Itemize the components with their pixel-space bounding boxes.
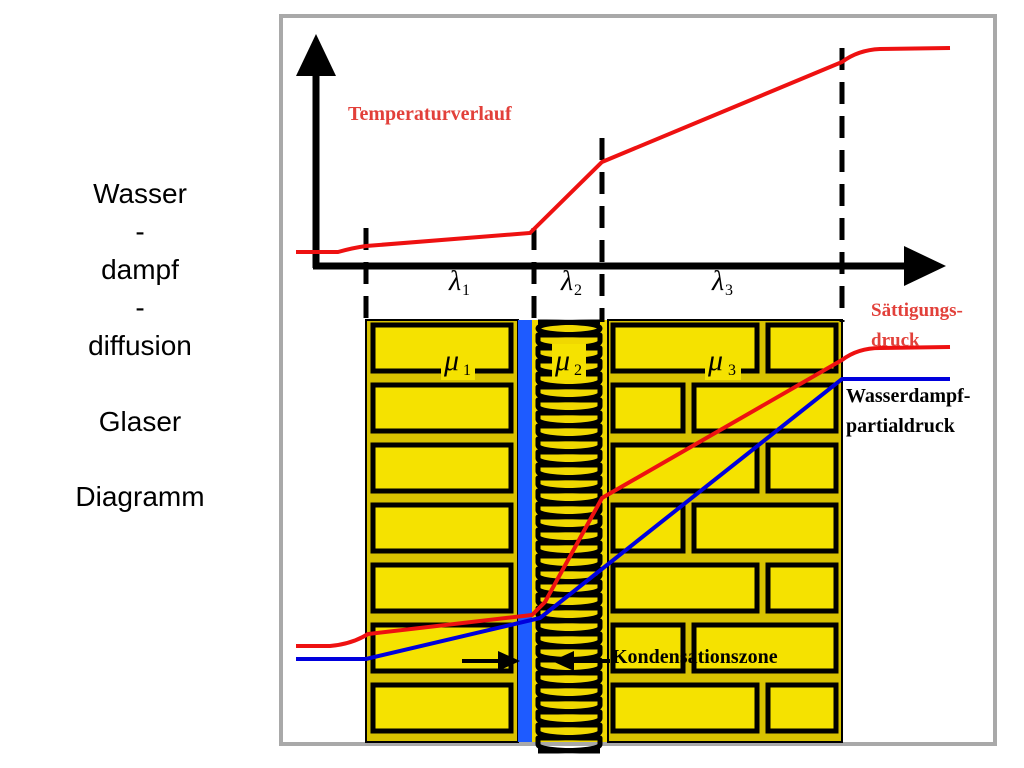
insulation-spring [535,319,603,754]
mu-3-label: μ 3 [705,344,741,380]
brick [610,622,686,674]
svg-text:λ: λ [711,266,724,297]
insulation-coils [535,319,603,754]
svg-text:3: 3 [728,362,736,379]
x-axis-arrowhead [904,246,946,286]
brick [610,502,686,554]
partial-pressure-label-line2: partialdruck [846,415,956,437]
mu-2-label: μ 2 [552,344,586,380]
brick [691,502,839,554]
brick [370,562,514,614]
title-line-diagramm: Diagramm [75,481,205,512]
lambda-3-label: λ 3 [711,266,733,299]
partial-pressure-curve [296,377,950,661]
brick [370,682,514,734]
brick [765,322,839,374]
svg-text:μ: μ [443,344,459,377]
brick [610,562,760,614]
svg-text:2: 2 [574,282,582,299]
brick [370,502,514,554]
lambda-1-label: λ 1 [448,266,470,299]
temperature-axes [296,34,946,286]
left-arrowhead [498,651,520,671]
title-line-wasser: Wasser [93,178,187,209]
svg-text:μ: μ [554,344,570,377]
mu-1-label: μ 1 [441,344,475,380]
temperature-label: Temperaturverlauf [348,103,512,125]
svg-text:3: 3 [725,282,733,299]
title-line-dash2: - [135,292,145,323]
y-axis-arrowhead [296,34,336,76]
brick [610,442,760,494]
brick [691,382,839,434]
brick [370,382,514,434]
svg-text:1: 1 [463,362,471,379]
brick [765,442,839,494]
temperature-curve [296,46,951,254]
saturation-label-line1: Sättigungs- [871,300,963,321]
svg-text:1: 1 [462,282,470,299]
vapor-barrier [518,320,532,742]
right-brick-layer [610,322,839,734]
svg-text:μ: μ [707,344,723,377]
brick [610,382,686,434]
insulation-spring [535,319,603,754]
layer-boundaries [363,48,845,322]
partial-pressure-label-line1: Wasserdampf- [846,385,970,407]
brick [765,682,839,734]
saturation-label-line2: druck [871,330,920,351]
brick [610,682,760,734]
diagram-side-title: Wasser - dampf - diffusion Glaser Diagra… [40,175,240,516]
brick [691,622,839,674]
brick [765,562,839,614]
brick [370,442,514,494]
title-line-dampf: dampf [101,254,179,285]
condensation-zone-label: Kondensationszone [612,646,778,668]
lambda-2-label: λ 2 [560,266,582,299]
right-arrowhead [552,651,574,671]
wall-cross-section [365,319,843,754]
svg-text:λ: λ [560,266,573,297]
condensation-arrows [462,651,610,671]
title-line-glaser: Glaser [98,406,182,437]
svg-text:λ: λ [448,266,461,297]
svg-text:2: 2 [574,362,582,379]
saturation-pressure-curve [296,345,951,648]
left-brick-layer [370,322,514,734]
title-line-dash1: - [135,216,145,247]
title-line-diffusion: diffusion [88,330,192,361]
diagram-frame [279,14,997,746]
